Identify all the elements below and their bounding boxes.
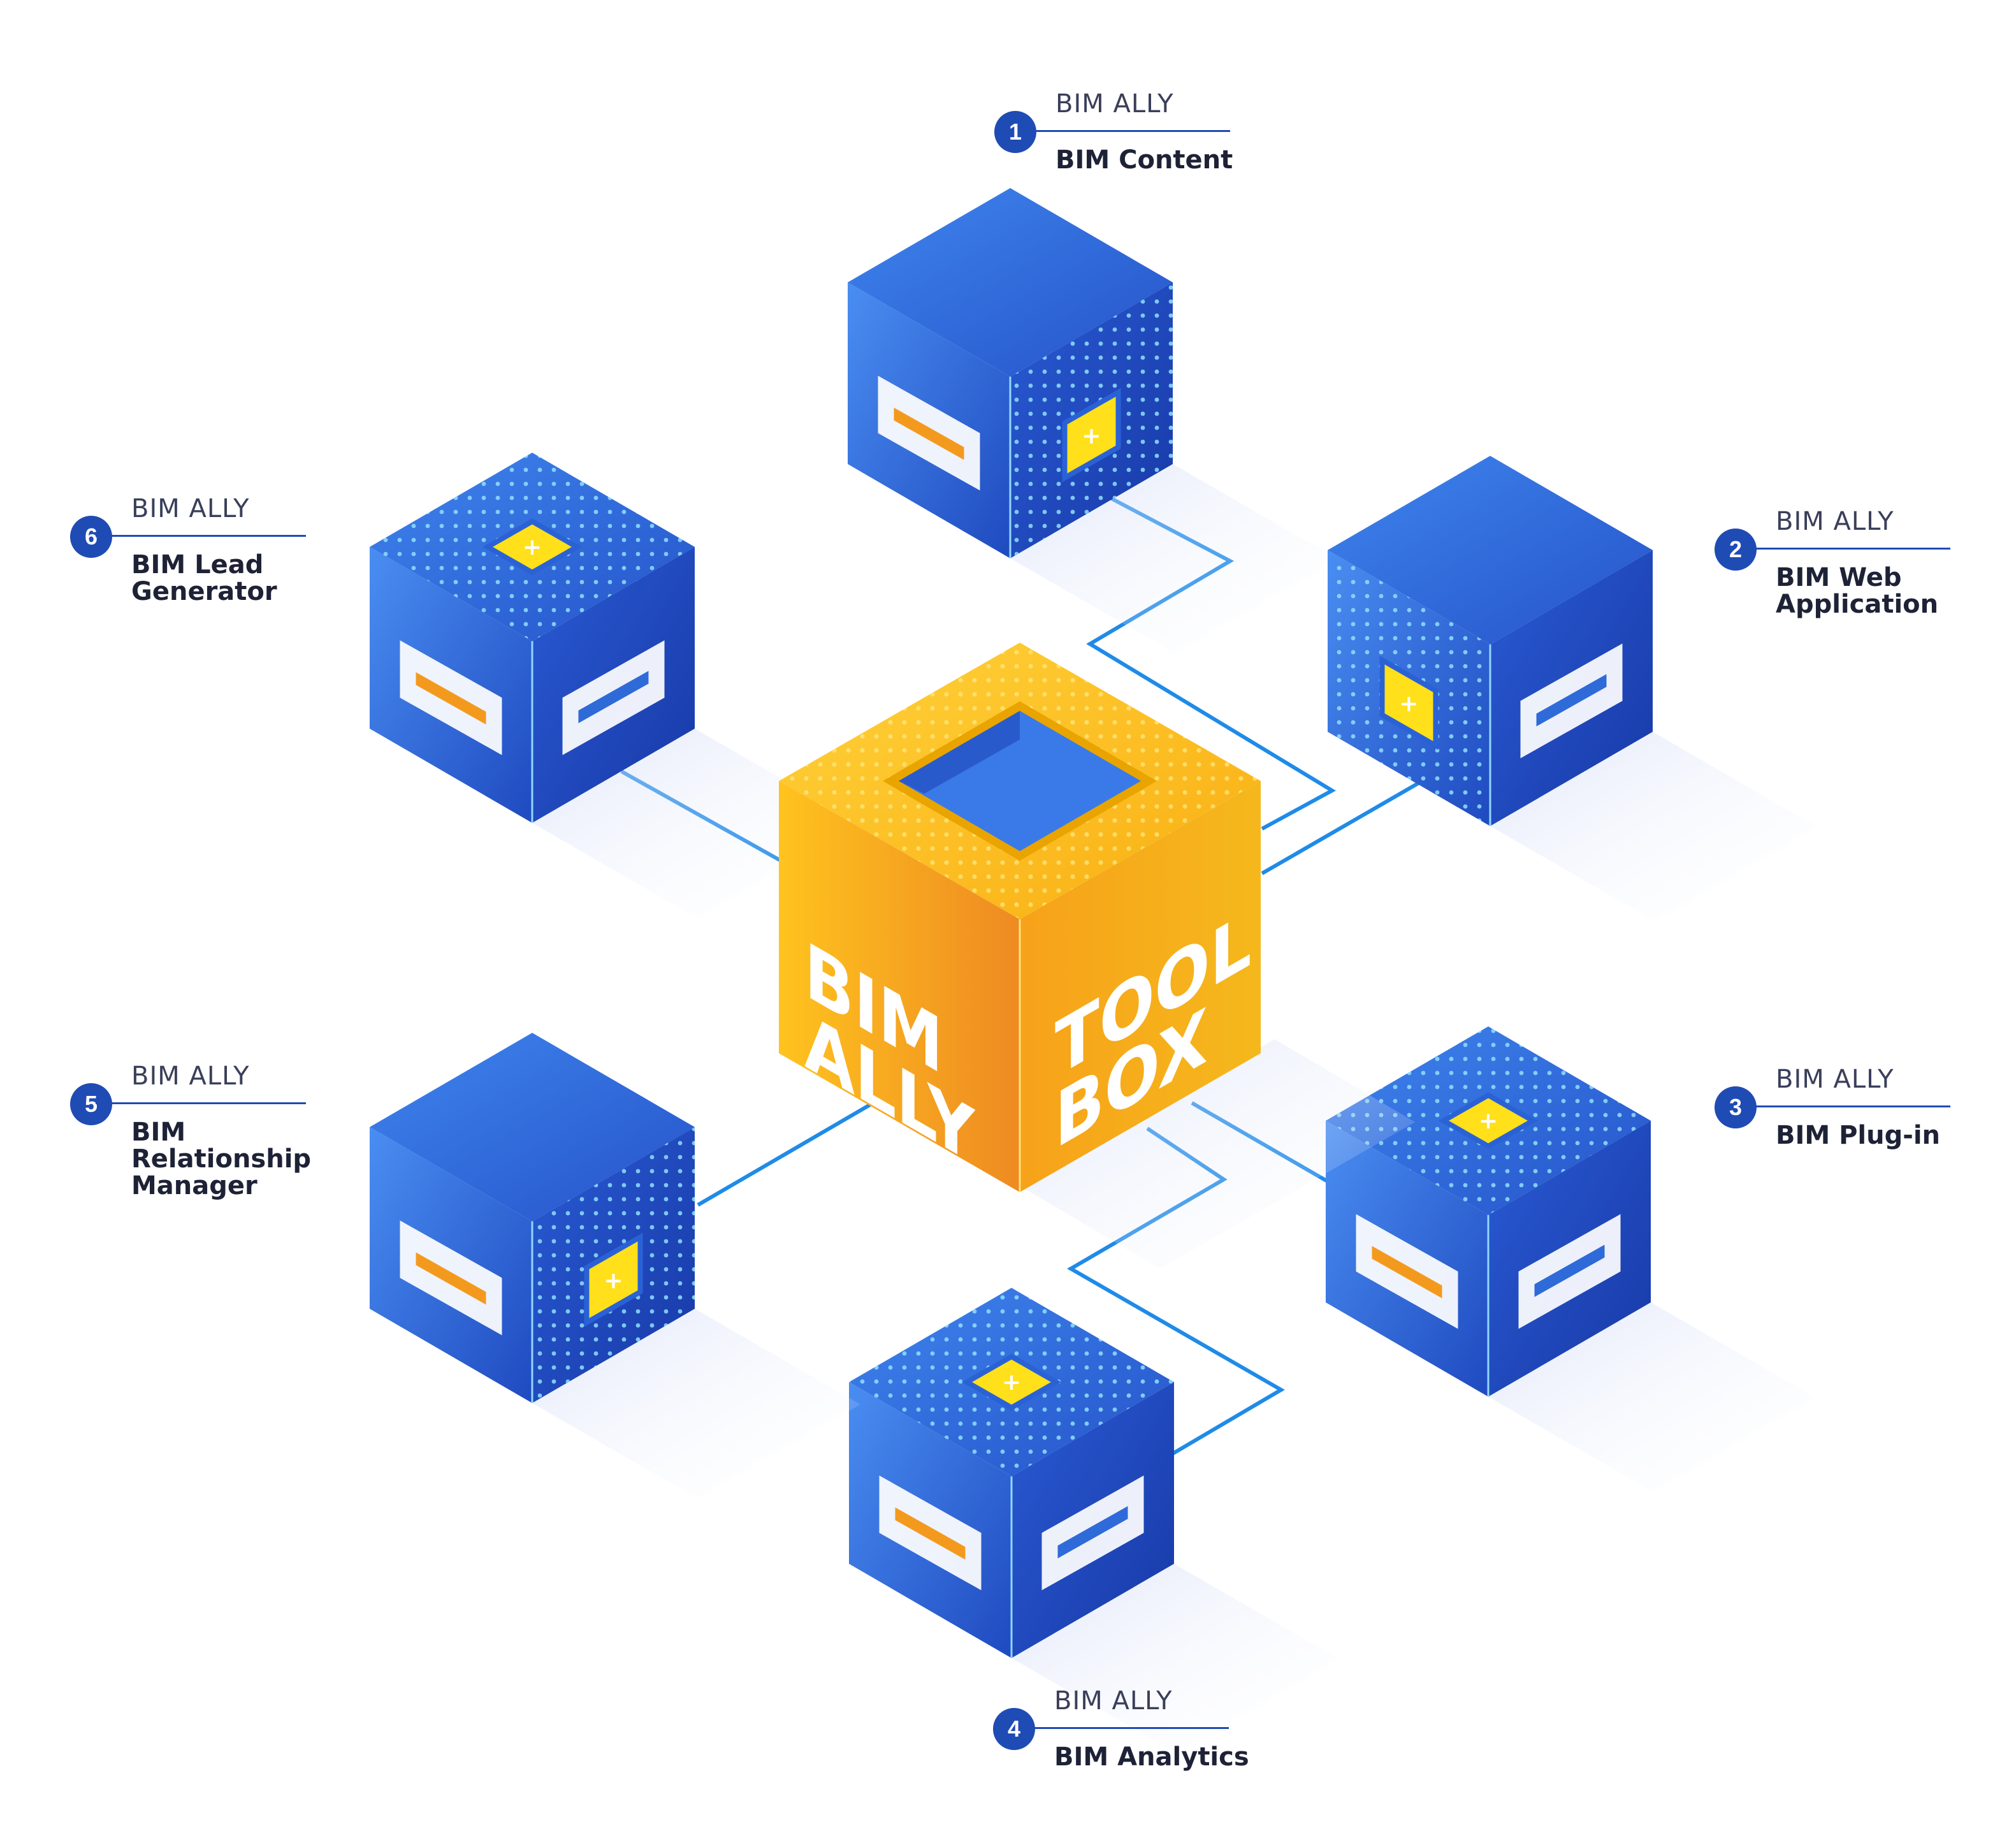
label-rule [1740,1105,1950,1107]
badge-5: 5 [70,1083,112,1125]
plus-glyph: + [1082,423,1101,449]
icon-accent [1372,1246,1442,1299]
brand-text: BIM ALLY [1776,507,1894,536]
yellow-plus-icon [482,518,583,576]
cube-top-face [848,188,1173,377]
label-rule [1740,548,1950,550]
yellow-plus-icon [1438,1092,1539,1149]
badge-3: 3 [1715,1086,1757,1128]
yellow-plus-icon [1379,655,1439,750]
yellow-plus-icon [584,1232,643,1327]
cube-3[interactable]: + [1326,1026,1817,1492]
module-name: BIM Analytics [1054,1742,1249,1772]
cube-2[interactable]: + [1328,456,1818,922]
cube-5[interactable]: + [370,1033,860,1499]
yellow-plus-icon [961,1353,1062,1411]
badge-4: 4 [993,1708,1035,1750]
label-rule [1020,130,1230,132]
icon-accent [1536,674,1607,727]
module-name: BIM Relationship Manager [131,1118,312,1200]
module-name: BIM Content [1055,145,1233,175]
badge-6: 6 [70,516,112,558]
icon-accent [894,407,964,460]
label-rule [96,535,306,537]
connector-5 [697,1101,874,1207]
plus-glyph: + [1002,1369,1021,1396]
plus-glyph: + [1479,1108,1498,1134]
badge-2: 2 [1715,529,1757,571]
label-rule [1019,1727,1229,1729]
badge-1: 1 [994,111,1036,153]
cube-1[interactable]: + [848,188,1338,654]
brand-text: BIM ALLY [131,494,250,523]
icon-accent [416,672,486,725]
cube-4[interactable]: + [849,1288,1340,1754]
module-name: BIM Lead Generator [131,550,277,606]
icon-accent [895,1507,966,1560]
module-name: BIM Web Application [1776,563,1939,619]
central-toolbox-cube: BIMALLY TOOLBOX [779,643,1415,1269]
brand-text: BIM ALLY [1055,89,1174,119]
brand-text: BIM ALLY [1776,1065,1894,1094]
cube-shadow [1490,731,1818,922]
cube-top-face [370,1033,695,1222]
label-rule [96,1102,306,1104]
cube-shadow [1010,463,1338,654]
module-name: BIM Plug-in [1776,1121,1941,1150]
toolbox-right-face [1020,781,1261,1192]
yellow-plus-icon [1062,388,1121,483]
cube-shadow [1012,1563,1340,1754]
cube-top-face [1328,456,1653,645]
cube-6[interactable]: + [370,453,860,919]
connector-2 [1261,776,1429,875]
icon-accent [1057,1506,1128,1559]
plus-glyph: + [1399,690,1418,717]
cube-shadow [1488,1302,1817,1492]
plus-glyph: + [523,534,542,560]
cube-shadow [532,728,860,919]
cube-shadow [532,1308,860,1499]
icon-accent [578,671,649,724]
plus-glyph: + [604,1267,623,1294]
icon-accent [416,1252,486,1305]
brand-text: BIM ALLY [1054,1686,1173,1716]
icon-accent [1534,1244,1605,1297]
brand-text: BIM ALLY [131,1061,250,1091]
toolbox-left-face [779,781,1020,1192]
